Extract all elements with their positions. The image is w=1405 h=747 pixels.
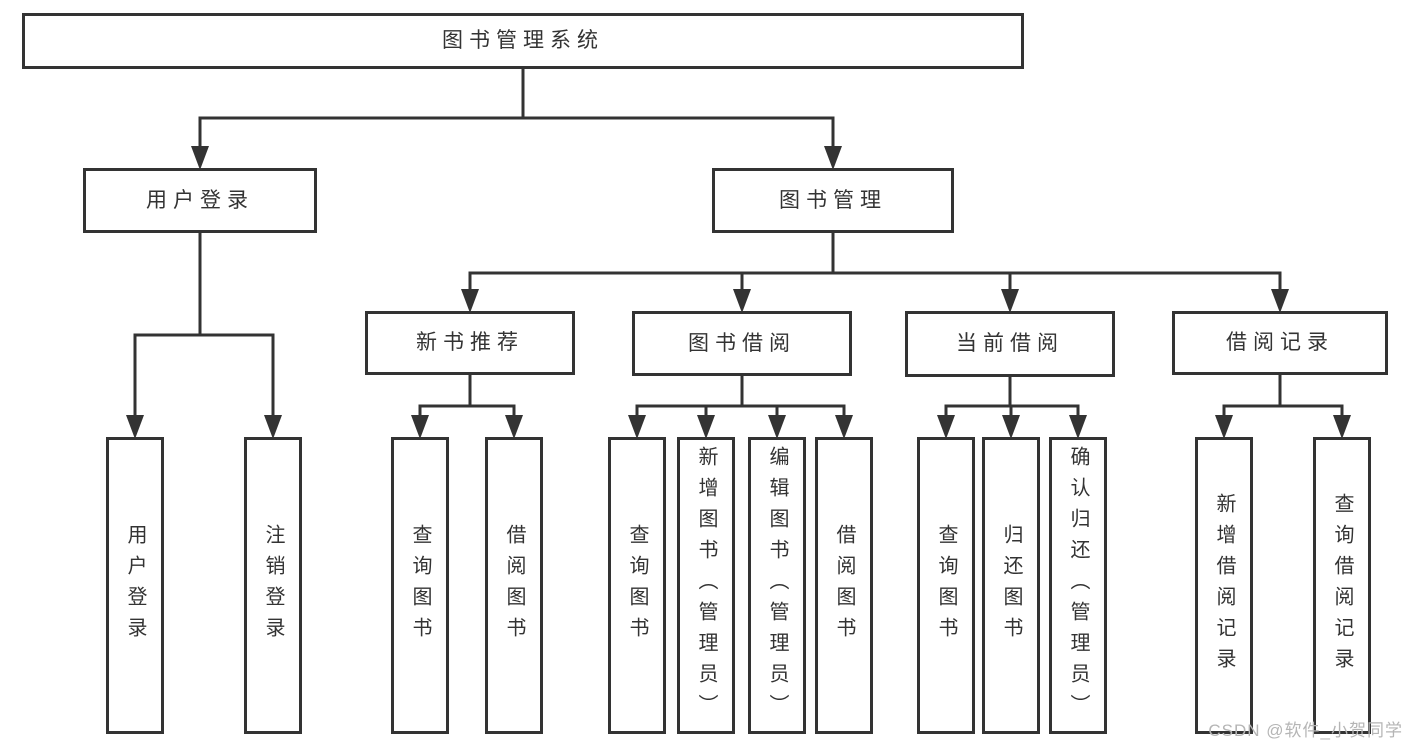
arrowhead-leaf-confirm-return — [1069, 415, 1087, 439]
node-label-leaf-query-book-new: 查询图书 — [409, 523, 431, 648]
node-label-book-borrowing: 图书借阅 — [688, 331, 796, 355]
arrowhead-leaf-edit-book-admin — [768, 415, 786, 439]
connector-current-borrowing — [937, 377, 1087, 439]
node-label-leaf-add-book-admin: 新增图书（管理员） — [695, 446, 717, 725]
node-label-leaf-borrow-book-new: 借阅图书 — [503, 523, 525, 648]
node-label-leaf-confirm-return: 确认归还（管理员） — [1067, 446, 1089, 725]
connector-borrowing-records — [1215, 375, 1351, 439]
node-leaf-return-book: 归还图书 — [982, 437, 1040, 734]
node-label-leaf-query-book-borrow: 查询图书 — [626, 523, 648, 648]
node-label-root: 图书管理系统 — [442, 29, 604, 53]
connector-book-borrowing — [628, 376, 853, 439]
connector-user-login — [126, 233, 282, 439]
arrowhead-book-management — [824, 146, 842, 170]
node-book-borrowing: 图书借阅 — [632, 311, 852, 376]
arrowhead-book-borrowing — [733, 289, 751, 313]
node-label-leaf-query-borrow-record: 查询借阅记录 — [1331, 492, 1353, 679]
csdn-watermark: CSDN @软件_小贺同学 — [1208, 721, 1403, 740]
node-leaf-edit-book-admin: 编辑图书（管理员） — [748, 437, 806, 734]
arrowhead-leaf-query-book-current — [937, 415, 955, 439]
node-label-leaf-query-book-current: 查询图书 — [935, 523, 957, 648]
node-leaf-query-borrow-record: 查询借阅记录 — [1313, 437, 1371, 734]
node-root: 图书管理系统 — [22, 13, 1024, 69]
arrowhead-current-borrowing — [1001, 289, 1019, 313]
node-leaf-logout: 注销登录 — [244, 437, 302, 734]
node-leaf-borrow-book-new: 借阅图书 — [485, 437, 543, 734]
node-user-login: 用户登录 — [83, 168, 317, 233]
arrowhead-leaf-return-book — [1002, 415, 1020, 439]
connector-root — [191, 69, 842, 170]
node-label-leaf-logout: 注销登录 — [262, 523, 284, 648]
arrowhead-leaf-user-login — [126, 415, 144, 439]
node-label-book-management: 图书管理 — [779, 188, 887, 212]
arrowhead-leaf-logout — [264, 415, 282, 439]
node-leaf-confirm-return: 确认归还（管理员） — [1049, 437, 1107, 734]
node-leaf-query-book-new: 查询图书 — [391, 437, 449, 734]
node-leaf-user-login: 用户登录 — [106, 437, 164, 734]
node-leaf-add-book-admin: 新增图书（管理员） — [677, 437, 735, 734]
node-label-new-book-recommend: 新书推荐 — [416, 331, 524, 355]
arrowhead-user-login — [191, 146, 209, 170]
node-new-book-recommend: 新书推荐 — [365, 311, 575, 375]
arrowhead-leaf-add-book-admin — [697, 415, 715, 439]
arrowhead-new-book-recommend — [461, 289, 479, 313]
node-label-leaf-add-borrow-record: 新增借阅记录 — [1213, 492, 1235, 679]
node-label-leaf-edit-book-admin: 编辑图书（管理员） — [766, 446, 788, 725]
node-label-leaf-borrow-book-borrow: 借阅图书 — [833, 523, 855, 648]
node-leaf-query-book-borrow: 查询图书 — [608, 437, 666, 734]
node-label-leaf-user-login: 用户登录 — [124, 523, 146, 648]
node-label-current-borrowing: 当前借阅 — [956, 332, 1064, 356]
node-leaf-borrow-book-borrow: 借阅图书 — [815, 437, 873, 734]
connector-new-book-recommend — [411, 375, 523, 439]
node-label-user-login: 用户登录 — [146, 188, 254, 212]
node-label-borrowing-records: 借阅记录 — [1226, 331, 1334, 355]
node-label-leaf-return-book: 归还图书 — [1000, 523, 1022, 648]
arrowhead-leaf-borrow-book-borrow — [835, 415, 853, 439]
node-leaf-add-borrow-record: 新增借阅记录 — [1195, 437, 1253, 734]
node-leaf-query-book-current: 查询图书 — [917, 437, 975, 734]
node-borrowing-records: 借阅记录 — [1172, 311, 1388, 375]
arrowhead-leaf-query-borrow-record — [1333, 415, 1351, 439]
connector-book-management — [461, 233, 1289, 313]
node-book-management: 图书管理 — [712, 168, 954, 233]
arrowhead-leaf-add-borrow-record — [1215, 415, 1233, 439]
arrowhead-leaf-borrow-book-new — [505, 415, 523, 439]
arrowhead-leaf-query-book-borrow — [628, 415, 646, 439]
arrowhead-leaf-query-book-new — [411, 415, 429, 439]
node-current-borrowing: 当前借阅 — [905, 311, 1115, 377]
arrowhead-borrowing-records — [1271, 289, 1289, 313]
